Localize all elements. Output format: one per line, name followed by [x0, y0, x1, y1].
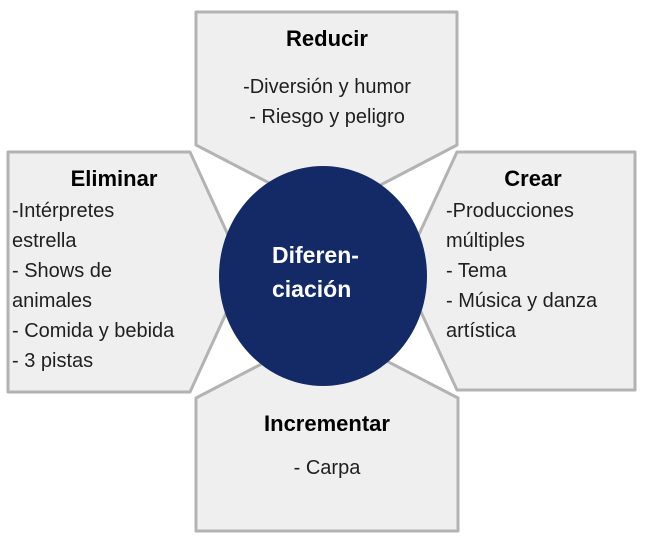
- reducir-box-shape: [194, 10, 459, 215]
- crear-box-shape: [400, 150, 637, 392]
- eliminar-box-shape: [6, 150, 247, 394]
- center-circle: [219, 166, 427, 386]
- incrementar-box-shape: [194, 328, 460, 533]
